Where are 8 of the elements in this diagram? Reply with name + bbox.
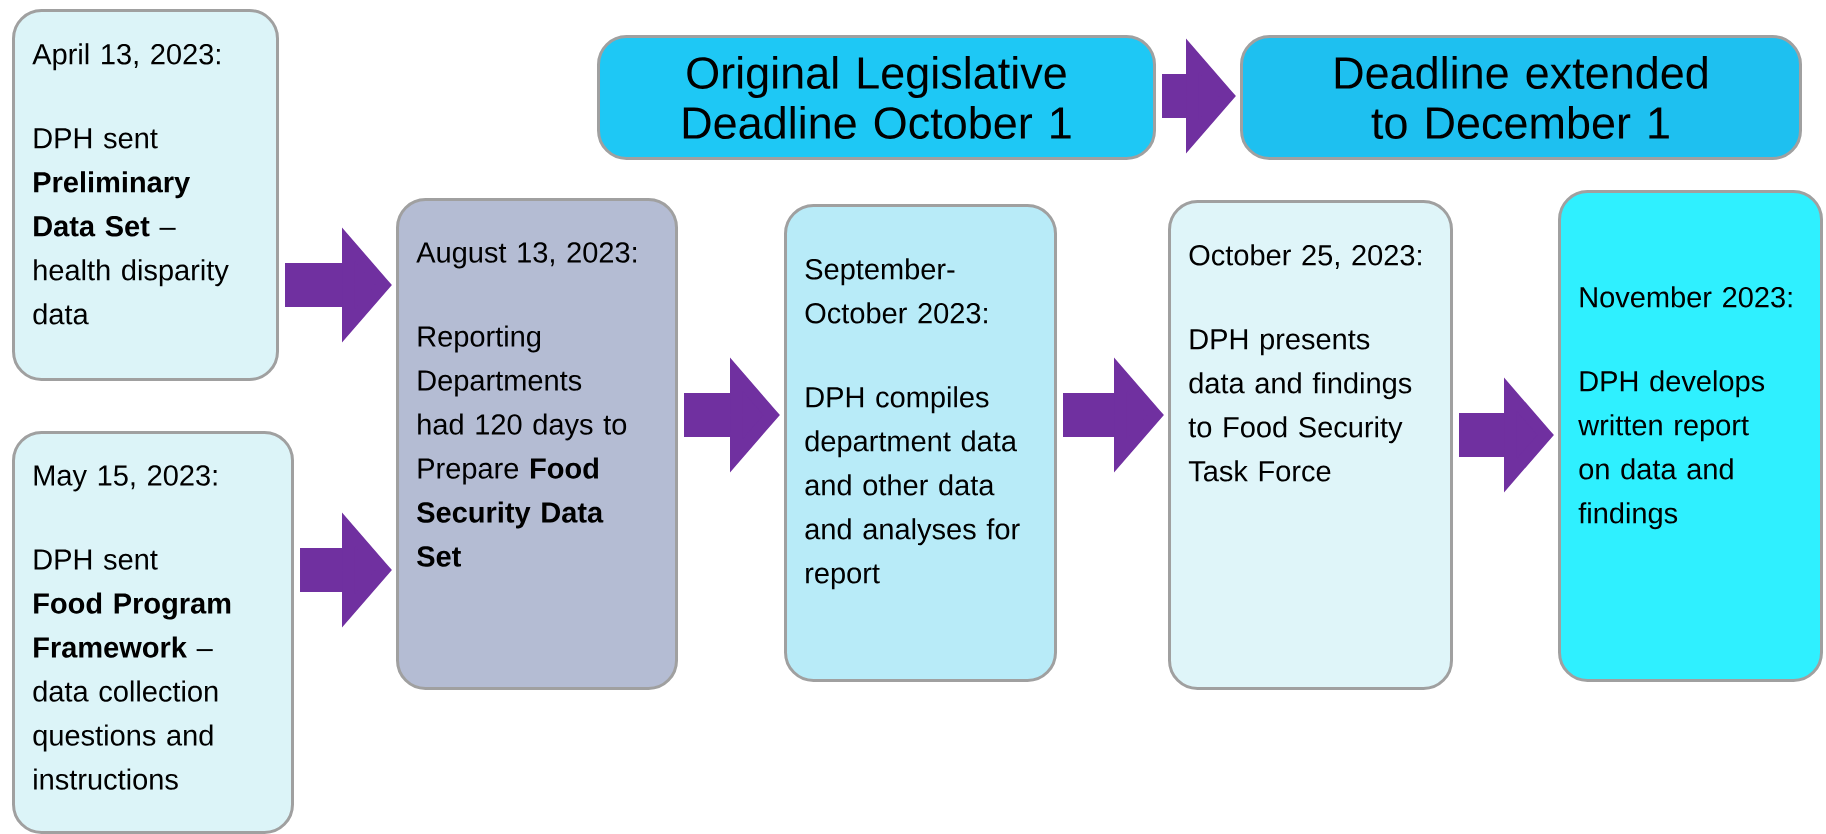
- timeline-box: October 25, 2023: DPH presents data and findings to Food Security Task Force: [1168, 200, 1453, 690]
- timeline-box: May 15, 2023: DPH sent Food Program Framework – data collection questions and instructions: [12, 431, 294, 834]
- timeline-box: September-October 2023: DPH compiles department data and other data and analyses for report: [784, 204, 1057, 682]
- timeline-box: August 13, 2023: Reporting Departments had 120 days to Prepare Food Security Data Set: [396, 198, 678, 690]
- timeline-box: November 2023: DPH develops written report on data and findings: [1558, 190, 1823, 682]
- deadline-box: Original Legislative Deadline October 1: [597, 35, 1156, 160]
- deadline-box: Deadline extended to December 1: [1240, 35, 1802, 160]
- timeline-box: April 13, 2023: DPH sent Preliminary Data Set – health disparity data: [12, 9, 279, 381]
